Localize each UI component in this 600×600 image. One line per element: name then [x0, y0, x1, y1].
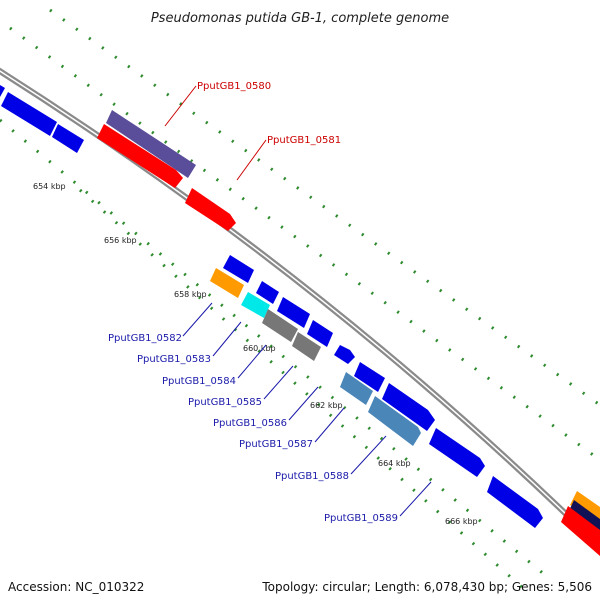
leader-0583	[212, 321, 242, 357]
gene-feature-blue[interactable]	[1, 92, 57, 136]
outer-track	[0, 82, 196, 178]
gene-feature-0585[interactable]	[292, 332, 321, 361]
kbp-label: 664 kbp	[378, 459, 411, 468]
label-leader-lines	[164, 85, 432, 517]
kbp-label: 658 kbp	[174, 290, 207, 299]
gene-feature-0587[interactable]	[340, 372, 373, 405]
gene-feature-0580-red[interactable]	[97, 124, 183, 188]
gene-label-0587[interactable]: PputGB1_0587	[239, 439, 313, 450]
leader-0586	[288, 386, 319, 421]
gene-feature-blue[interactable]	[382, 383, 435, 431]
gene-feature-blue[interactable]	[354, 362, 385, 392]
leader-0589	[399, 481, 432, 517]
leader-0581	[236, 139, 267, 181]
gene-feature-0581[interactable]	[185, 188, 236, 231]
leader-0587	[314, 407, 345, 443]
gene-feature-blue[interactable]	[0, 82, 5, 97]
gene-feature-0580-purple[interactable]	[106, 110, 196, 178]
gene-feature-blue[interactable]	[52, 124, 84, 153]
kbp-label: 660 kbp	[243, 344, 276, 353]
leader-0582	[182, 302, 213, 337]
gene-feature-0584[interactable]	[262, 309, 298, 342]
gene-feature-blue[interactable]	[256, 281, 279, 304]
accession-text: Accession: NC_010322	[8, 580, 145, 594]
leader-0585	[263, 365, 294, 400]
tick-line-outer-1	[9, 26, 600, 462]
gene-feature-0589[interactable]	[487, 476, 543, 528]
gene-label-0583[interactable]: PputGB1_0583	[137, 354, 211, 365]
gene-feature-0586[interactable]	[334, 345, 355, 364]
gene-feature-0582[interactable]	[210, 268, 244, 298]
leader-0588	[350, 435, 387, 475]
gene-feature-red[interactable]	[561, 506, 600, 556]
gene-feature-blue[interactable]	[307, 320, 333, 347]
gene-label-0582[interactable]: PputGB1_0582	[108, 333, 182, 344]
gene-labels: PputGB1_0580 PputGB1_0581 PputGB1_0582 P…	[108, 81, 398, 524]
gene-feature-blue[interactable]	[277, 297, 310, 328]
tick-dot-lines	[0, 8, 600, 592]
leader-0580	[164, 85, 197, 127]
gene-label-0589[interactable]: PputGB1_0589	[324, 513, 398, 524]
gene-label-0584[interactable]: PputGB1_0584	[162, 376, 236, 387]
leader-0584	[237, 344, 267, 379]
kbp-label: 656 kbp	[104, 236, 137, 245]
kbp-labels: 654 kbp 656 kbp 658 kbp 660 kbp 662 kbp …	[33, 182, 478, 526]
kbp-label: 662 kbp	[310, 401, 343, 410]
kbp-label: 666 kbp	[445, 517, 478, 526]
gene-label-0580[interactable]: PputGB1_0580	[197, 81, 271, 92]
kbp-label: 654 kbp	[33, 182, 66, 191]
gene-feature-blue[interactable]	[429, 428, 485, 477]
topology-text: Topology: circular; Length: 6,078,430 bp…	[262, 580, 592, 594]
gene-feature-0588[interactable]	[368, 396, 421, 446]
gene-feature-blue[interactable]	[223, 255, 254, 283]
gene-label-0581[interactable]: PputGB1_0581	[267, 135, 341, 146]
genome-backbone-highlight	[0, 70, 600, 549]
tick-line-outer-2	[49, 8, 600, 407]
tick-line-inner-2	[78, 188, 527, 592]
gene-label-0585[interactable]: PputGB1_0585	[188, 397, 262, 408]
gene-label-0586[interactable]: PputGB1_0586	[213, 418, 287, 429]
gene-feature-0583[interactable]	[241, 292, 270, 318]
map-title: Pseudomonas putida GB-1, complete genome	[151, 11, 449, 26]
gene-label-0588[interactable]: PputGB1_0588	[275, 471, 349, 482]
inner-track	[1, 92, 600, 556]
